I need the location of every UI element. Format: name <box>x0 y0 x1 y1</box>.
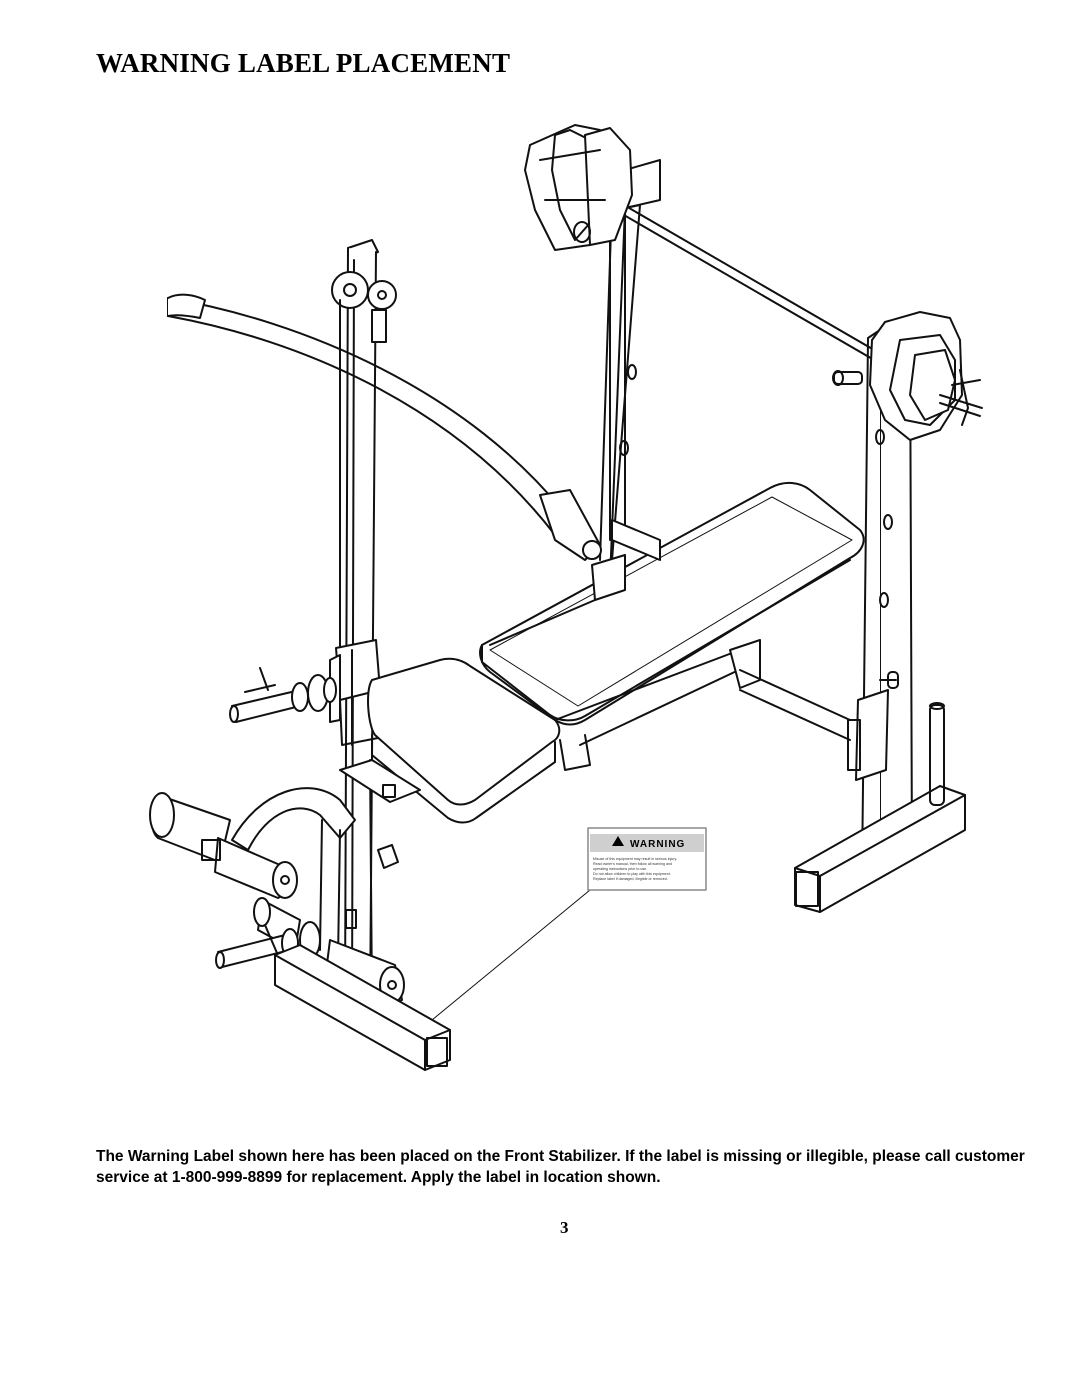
page-title: WARNING LABEL PLACEMENT <box>96 48 511 78</box>
weight-bench-illustration: WARNING Misuse of this equipment may res… <box>149 124 983 1071</box>
front-right-upright <box>847 319 913 876</box>
warning-label-heading: WARNING <box>630 839 685 850</box>
right-base <box>794 702 966 913</box>
svg-text:Read owner's manual, then foll: Read owner's manual, then follow all war… <box>593 862 672 866</box>
warning-triangle-icon <box>612 836 624 846</box>
warning-label-fine-print: Misuse of this equipment may result in s… <box>593 857 677 881</box>
leg-developer <box>149 759 421 1006</box>
svg-text:Misuse of this equipment may r: Misuse of this equipment may result in s… <box>593 857 677 861</box>
placement-instructions: The Warning Label shown here has been pl… <box>96 1148 1025 1186</box>
svg-text:Do not allow children to play: Do not allow children to play with this … <box>593 872 671 876</box>
front-stabilizer <box>274 944 451 1071</box>
bench-pads <box>367 482 865 824</box>
warning-label-callout: WARNING Misuse of this equipment may res… <box>431 827 707 1021</box>
barbell <box>524 124 983 441</box>
lat-bar <box>167 293 602 561</box>
svg-text:Replace label if damaged, ille: Replace label if damaged, illegible or r… <box>593 877 668 881</box>
svg-text:operating instructions prior t: operating instructions prior to use. <box>593 867 647 871</box>
page-number: 3 <box>560 1218 569 1237</box>
